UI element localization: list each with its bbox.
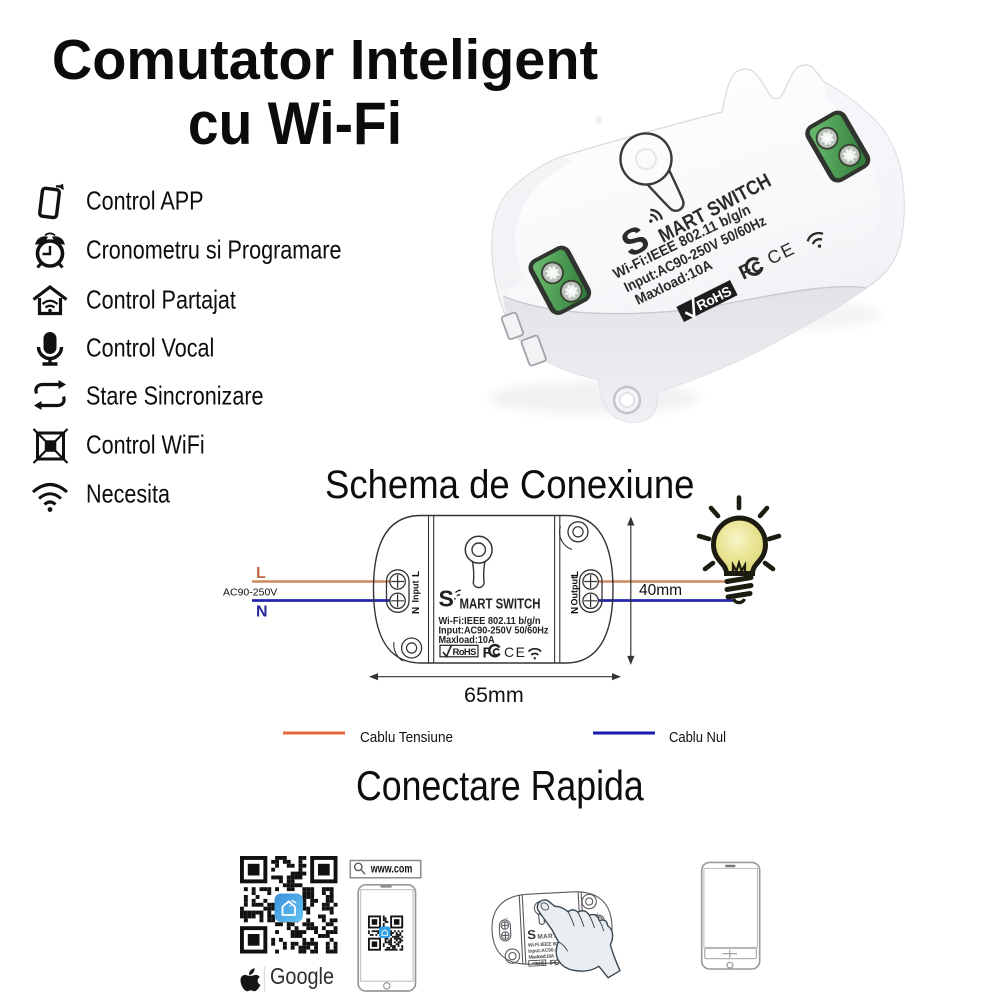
svg-text:L: L	[593, 912, 598, 915]
svg-text:L: L	[411, 571, 422, 577]
svg-text:FC: FC	[550, 958, 561, 968]
svg-text:Wi-Fi:IEEE 802.11 b/g/n: Wi-Fi:IEEE 802.11 b/g/n	[439, 616, 541, 627]
svg-text:Output: Output	[570, 576, 580, 606]
svg-text:Google: Google	[270, 963, 334, 989]
svg-text:S: S	[527, 927, 537, 942]
svg-text:www.com: www.com	[370, 864, 412, 876]
svg-text:MART SWITCH: MART SWITCH	[460, 597, 541, 613]
svg-text:Cablu Nul: Cablu Nul	[669, 729, 726, 746]
svg-text:N: N	[256, 604, 268, 621]
svg-text:F: F	[483, 645, 492, 662]
svg-text:MART S: MART S	[537, 932, 564, 940]
svg-text:✓RoHS: ✓RoHS	[531, 960, 545, 966]
svg-text:65mm: 65mm	[464, 683, 524, 707]
svg-text:Maxload:10A: Maxload:10A	[439, 635, 495, 646]
svg-text:Input: Input	[411, 581, 421, 603]
svg-text:L: L	[503, 916, 508, 919]
svg-text:Input:AC90-250V 50/60Hz: Input:AC90-250V 50/60Hz	[439, 626, 549, 637]
svg-text:L: L	[570, 571, 581, 577]
svg-text:N: N	[411, 607, 422, 614]
svg-text:S: S	[439, 586, 454, 612]
svg-text:Cablu Tensiune: Cablu Tensiune	[360, 729, 453, 746]
svg-text:Maxload:10A: Maxload:10A	[528, 953, 555, 960]
svg-text:L: L	[256, 565, 266, 582]
svg-text:CE: CE	[504, 644, 526, 660]
svg-text:AC90-250V: AC90-250V	[223, 587, 277, 599]
svg-text:40mm: 40mm	[639, 582, 682, 599]
svg-text:RoHS: RoHS	[453, 647, 477, 658]
svg-text:Input:AC90-250V: Input:AC90-250V	[528, 947, 567, 955]
svg-text:Wi-Fi:IEEE 802.: Wi-Fi:IEEE 802.	[528, 941, 563, 949]
svg-text:N: N	[570, 607, 581, 614]
